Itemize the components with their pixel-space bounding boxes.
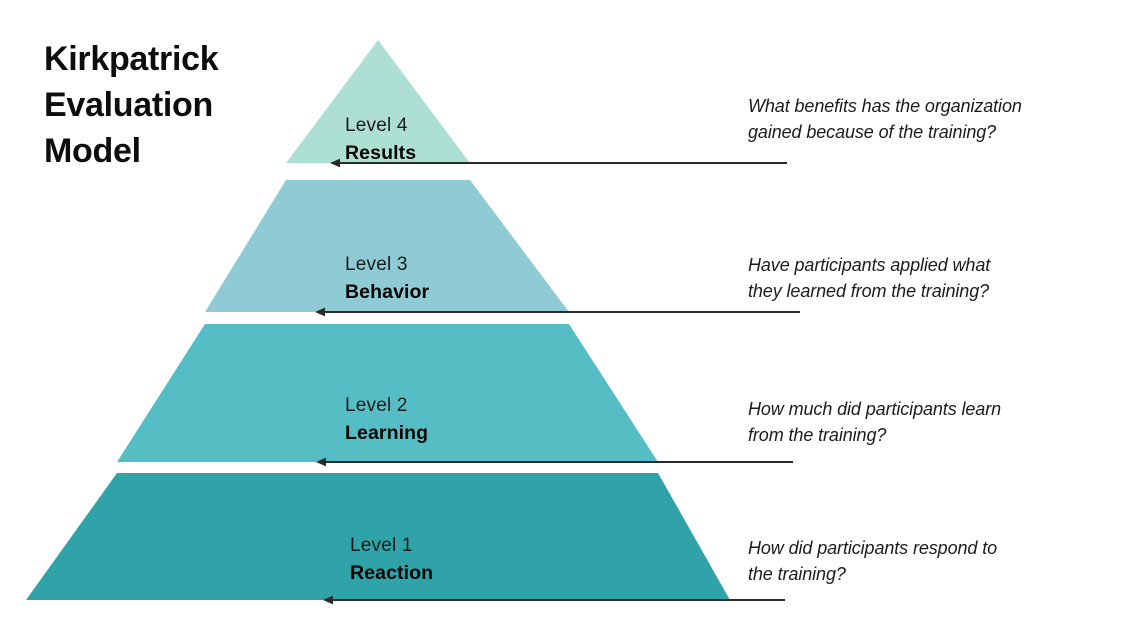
band-level-text-3: Level 3 [345,254,408,275]
arrowhead-level-1 [323,595,333,605]
band-label-level-4: Level 4 Results [345,116,416,164]
question-level-3: Have participants applied what they lear… [748,255,991,301]
pyramid-band-level-4 [286,40,470,163]
question-level-2: How much did participants learn from the… [748,399,1002,445]
band-name-text-4: Results [345,142,417,164]
band-level-text-1: Level 1 [350,535,413,556]
arrowhead-level-3 [315,307,325,317]
band-name-text-2: Learning [345,422,429,444]
band-name-text-3: Behavior [345,281,430,303]
band-label-level-3: Level 3 Behavior [345,255,429,303]
band-level-text-4: Level 4 [345,115,408,136]
pyramid-band-level-3 [205,180,569,312]
question-level-4: What benefits has the organization gaine… [748,96,1022,142]
pyramid-band-level-2 [117,324,658,462]
band-label-level-2: Level 2 Learning [345,396,428,444]
page-title: Kirkpatrick Evaluation Model [44,40,219,170]
arrowhead-level-2 [316,457,326,467]
pyramid-band-level-1 [26,473,730,600]
band-label-level-1: Level 1 Reaction [350,536,433,584]
question-level-1: How did participants respond to the trai… [748,538,998,584]
band-level-text-2: Level 2 [345,395,408,416]
arrowhead-level-4 [330,158,340,168]
band-name-text-1: Reaction [350,562,434,584]
